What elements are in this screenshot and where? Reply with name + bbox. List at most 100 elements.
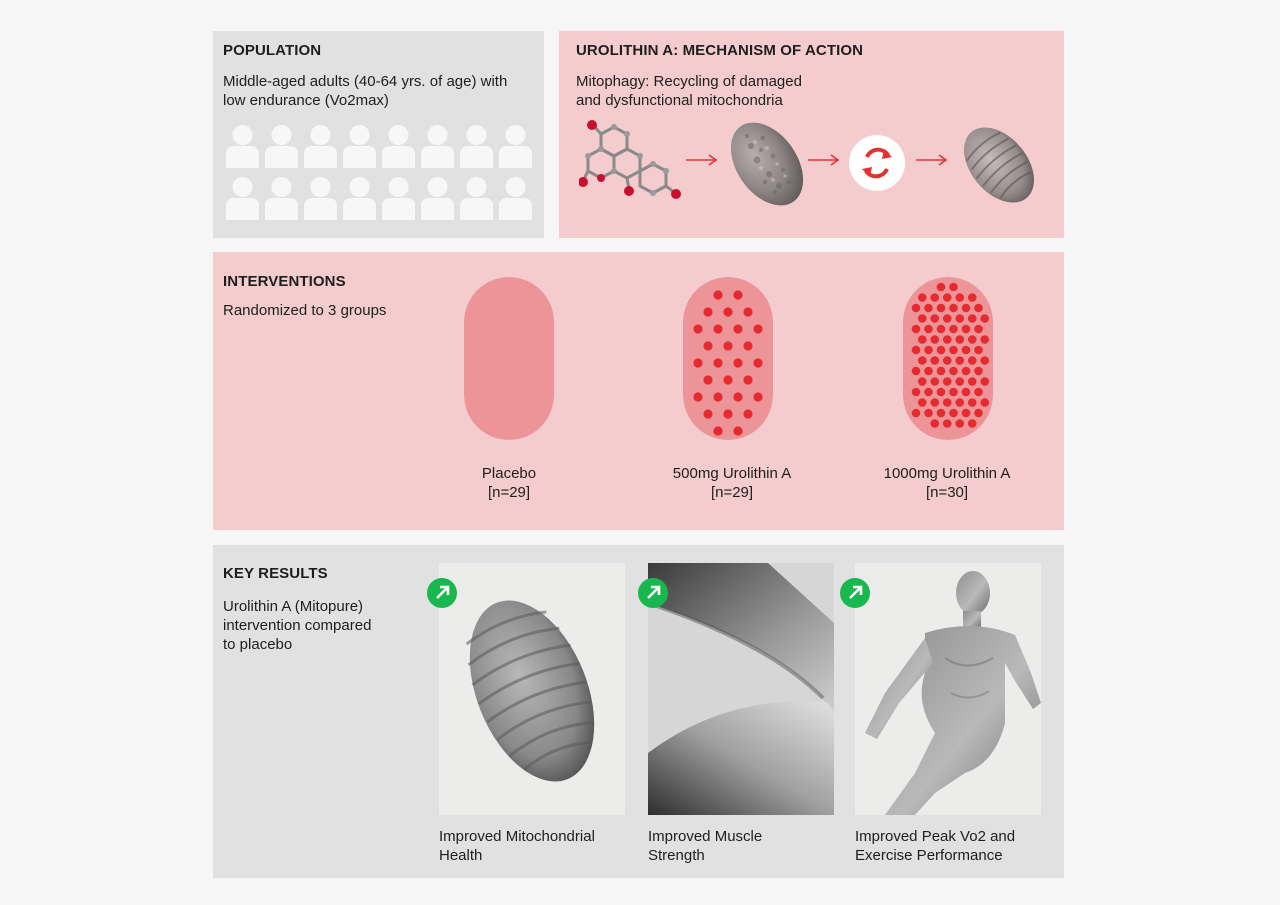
recycle-icon (849, 135, 905, 191)
dose-dot (955, 377, 965, 386)
results-description-line2: intervention compared (223, 617, 372, 634)
person-icon (304, 125, 337, 168)
dose-dot (974, 324, 983, 334)
person-icon (304, 177, 337, 220)
group-n: [n=29] (710, 484, 754, 501)
dose-dot (936, 282, 946, 292)
group-label-1000mg: 1000mg Urolithin A [n=30] (847, 464, 1047, 502)
dose-dot (936, 345, 946, 355)
dose-dot (980, 335, 990, 344)
dose-dot (936, 408, 946, 418)
result-label: Improved Muscle Strength (648, 827, 762, 865)
group-name: Placebo (481, 465, 537, 482)
dose-dot (955, 356, 965, 365)
dose-dot (917, 335, 927, 344)
mechanism-description-line2: and dysfunctional mitochondria (576, 92, 783, 109)
dose-dot (713, 392, 723, 402)
dose-dot (917, 356, 927, 365)
dose-dot (955, 419, 965, 428)
person-icon (226, 125, 259, 168)
result-label-line1: Improved Muscle (648, 828, 763, 845)
person-icon (421, 177, 454, 220)
dose-dot (911, 366, 921, 376)
dose-dot (911, 324, 921, 334)
group-label-500mg: 500mg Urolithin A [n=29] (632, 464, 832, 502)
dose-dot (942, 293, 952, 302)
urolithin-1000mg-capsule (903, 277, 993, 440)
dose-dot (961, 345, 971, 355)
dose-dot (967, 356, 977, 365)
arrow-icon (916, 154, 948, 166)
person-icon (265, 177, 298, 220)
placebo-capsule (464, 277, 554, 440)
arrow-icon (808, 154, 840, 166)
damaged-mitochondrion-icon (730, 122, 804, 206)
dose-dot (917, 398, 927, 407)
dose-dot (936, 387, 946, 397)
dose-dot (713, 290, 723, 300)
dose-dot (911, 345, 921, 355)
person-icon (499, 125, 532, 168)
urolithin-500mg-capsule (683, 277, 773, 440)
person-icon (382, 125, 415, 168)
dose-dot (974, 408, 983, 418)
dose-dot (753, 358, 763, 368)
dose-dot (967, 314, 977, 323)
dose-dot (961, 366, 971, 376)
molecule-icon (579, 120, 681, 199)
dose-dot (924, 303, 933, 313)
dose-dot (930, 419, 940, 428)
results-title: KEY RESULTS (223, 565, 328, 582)
trend-up-icon (840, 578, 870, 608)
dose-dot (955, 293, 965, 302)
dose-dot (723, 375, 733, 385)
dose-dot (703, 341, 713, 351)
arrow-icon (686, 154, 718, 166)
person-icon (226, 177, 259, 220)
group-n: [n=30] (925, 484, 969, 501)
dose-dot (713, 358, 723, 368)
dose-dot (743, 375, 753, 385)
dose-dot (942, 314, 952, 323)
group-name: 500mg Urolithin A (672, 465, 792, 482)
dose-dot (733, 426, 743, 436)
result-label: Improved Mitochondrial Health (439, 827, 595, 865)
dose-dot (974, 366, 983, 376)
results-panel: KEY RESULTS Urolithin A (Mitopure) inter… (213, 545, 1064, 878)
dose-dot (949, 324, 958, 334)
dose-dot (911, 303, 921, 313)
population-description-line1: Middle-aged adults (40-64 yrs. of age) w… (223, 73, 508, 90)
dose-dot (743, 341, 753, 351)
dose-dot (967, 377, 977, 386)
person-icon (382, 177, 415, 220)
dose-dot (733, 358, 743, 368)
dose-dot (743, 307, 753, 317)
trend-up-icon (638, 578, 668, 608)
dose-dot (961, 303, 971, 313)
dose-dot (924, 324, 933, 334)
dose-dot (961, 387, 971, 397)
people-grid (223, 124, 543, 220)
dose-dot (703, 375, 713, 385)
result-label: Improved Peak Vo2 and Exercise Performan… (855, 827, 1015, 865)
dose-dot (703, 307, 713, 317)
healthy-mitochondrion-icon (964, 127, 1034, 203)
person-icon (265, 125, 298, 168)
dose-dot (733, 290, 743, 300)
dose-dot (930, 314, 940, 323)
results-description: Urolithin A (Mitopure) intervention comp… (223, 597, 371, 654)
dose-dot (930, 335, 940, 344)
result-label-line2: Strength (648, 847, 705, 864)
person-icon (343, 125, 376, 168)
population-description-line2: low endurance (Vo2max) (223, 92, 389, 109)
person-icon (499, 177, 532, 220)
dose-dot (723, 307, 733, 317)
dose-dot (723, 409, 733, 419)
dose-dot (723, 341, 733, 351)
dose-dot (974, 303, 983, 313)
group-label-placebo: Placebo [n=29] (409, 464, 609, 502)
dose-dot (753, 324, 763, 334)
population-panel: POPULATION Middle-aged adults (40-64 yrs… (213, 31, 544, 238)
results-description-line3: to placebo (223, 636, 293, 653)
dose-dot (980, 314, 990, 323)
